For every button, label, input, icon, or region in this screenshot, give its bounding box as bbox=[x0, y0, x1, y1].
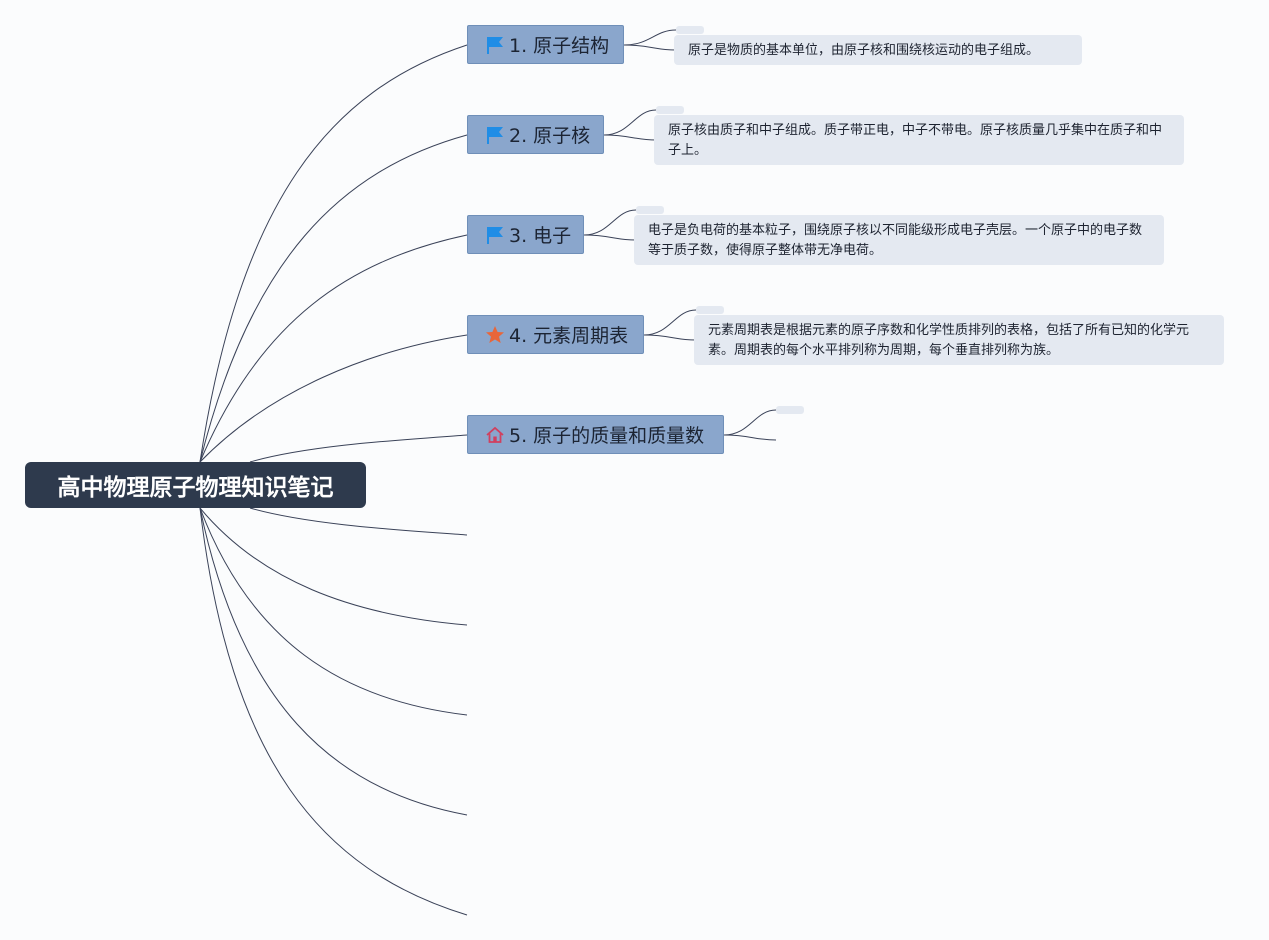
topic-label: 1. 原子结构 bbox=[509, 35, 610, 57]
note-periodic-table: 元素周期表是根据元素的原子序数和化学性质排列的表格，包括了所有已知的化学元素。周… bbox=[694, 315, 1224, 365]
topic-label: 4. 元素周期表 bbox=[509, 325, 629, 347]
note-line-5b bbox=[723, 434, 777, 441]
note-tab bbox=[776, 406, 804, 414]
note-atomic-structure: 原子是物质的基本单位，由原子核和围绕核运动的电子组成。 bbox=[674, 35, 1082, 65]
note-tab bbox=[656, 106, 684, 114]
blue-flag-icon bbox=[485, 125, 505, 145]
branch-line-4 bbox=[199, 334, 468, 463]
branch-line-5 bbox=[249, 434, 468, 463]
note-line-1a bbox=[623, 29, 677, 46]
note-tab bbox=[636, 206, 664, 214]
note-line-4a bbox=[643, 309, 697, 336]
topic-label: 3. 电子 bbox=[509, 225, 572, 247]
branch-line-8 bbox=[199, 507, 468, 716]
note-line-2b bbox=[603, 134, 657, 141]
branch-line-7 bbox=[199, 507, 468, 626]
note-line-5a bbox=[723, 409, 777, 436]
note-line-3a bbox=[583, 209, 637, 236]
root-topic[interactable]: 高中物理原子物理知识笔记 bbox=[25, 462, 366, 508]
topic-nucleus[interactable]: 2. 原子核 bbox=[467, 115, 604, 154]
branch-line-1 bbox=[199, 44, 468, 463]
branch-line-6 bbox=[249, 507, 468, 536]
orange-star-icon bbox=[485, 325, 505, 345]
topic-electron[interactable]: 3. 电子 bbox=[467, 215, 584, 254]
home-icon bbox=[485, 425, 505, 445]
note-tab bbox=[676, 26, 704, 34]
note-line-3b bbox=[583, 234, 637, 241]
topic-atomic-structure[interactable]: 1. 原子结构 bbox=[467, 25, 624, 64]
note-nucleus: 原子核由质子和中子组成。质子带正电，中子不带电。原子核质量几乎集中在质子和中子上… bbox=[654, 115, 1184, 165]
note-line-2a bbox=[603, 109, 657, 136]
branch-line-3 bbox=[199, 234, 468, 463]
note-electron: 电子是负电荷的基本粒子，围绕原子核以不同能级形成电子壳层。一个原子中的电子数等于… bbox=[634, 215, 1164, 265]
topic-label: 5. 原子的质量和质量数 bbox=[509, 425, 705, 447]
note-line-1b bbox=[623, 44, 677, 51]
blue-flag-icon bbox=[485, 225, 505, 245]
note-line-4b bbox=[643, 334, 697, 341]
note-tab bbox=[696, 306, 724, 314]
topic-periodic-table[interactable]: 4. 元素周期表 bbox=[467, 315, 644, 354]
branch-line-2 bbox=[199, 134, 468, 463]
blue-flag-icon bbox=[485, 35, 505, 55]
topic-label: 2. 原子核 bbox=[509, 125, 591, 147]
branch-line-9 bbox=[199, 507, 468, 816]
topic-atomic-mass[interactable]: 5. 原子的质量和质量数 bbox=[467, 415, 724, 454]
branch-line-10 bbox=[199, 507, 468, 916]
